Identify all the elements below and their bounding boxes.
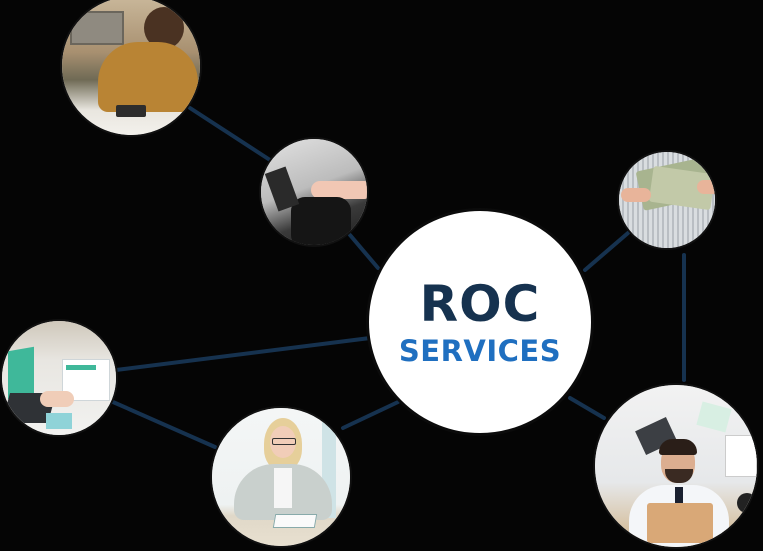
connector-laptop-to-woman [111,400,217,449]
connector-woman-to-center [341,400,400,430]
photo-node-businesswoman [210,406,352,548]
connector-laptop-to-center [114,336,372,372]
photo-purse-payment-image [261,139,367,245]
photo-stressed-man-image [62,0,200,135]
photo-node-purse-payment [259,137,369,247]
photo-businesswoman-image [212,408,350,546]
photo-cash-counting-image [619,152,715,248]
center-title-line2: SERVICES [398,334,562,368]
photo-laptop-documents-image [2,321,116,435]
photo-node-laptop-documents [0,319,118,437]
photo-node-cash-counting [617,150,717,250]
photo-node-frustrated-businessman [593,383,759,549]
photo-frustrated-businessman-image [595,385,757,547]
center-title-line1: ROC [419,275,541,333]
center-node-roc-services: ROC SERVICES [366,208,594,436]
photo-node-stressed-man [60,0,202,137]
connector-man-to-purse [188,106,272,162]
